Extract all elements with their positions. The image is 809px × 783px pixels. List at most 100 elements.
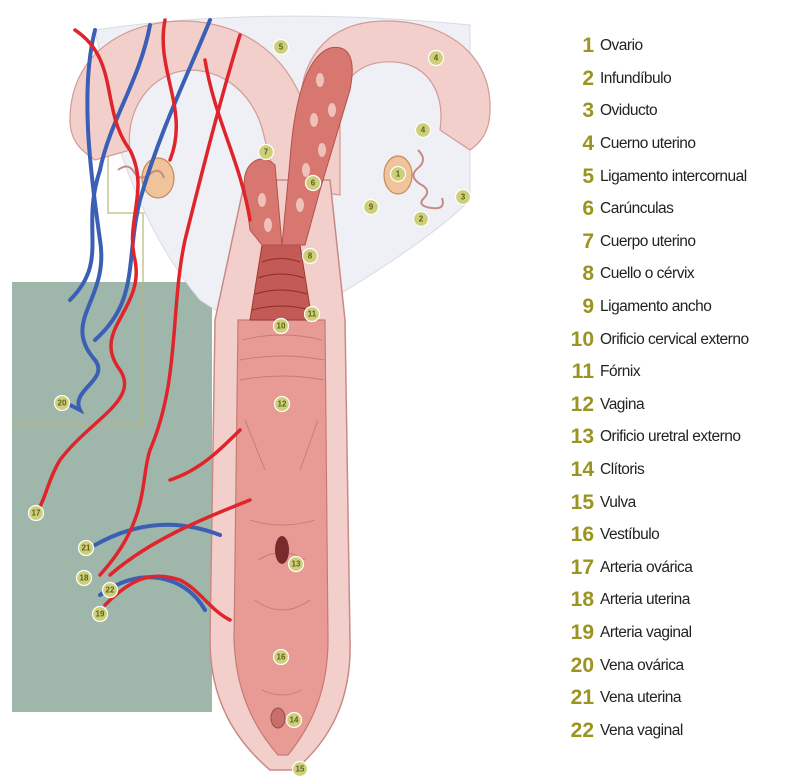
legend-label: Vulva: [600, 494, 636, 512]
legend-number: 22: [552, 719, 594, 743]
legend-item: 6 Carúnculas: [552, 193, 809, 226]
legend-label: Vestíbulo: [600, 526, 659, 544]
marker-5: 5: [274, 40, 289, 55]
legend-number: 1: [552, 34, 594, 58]
legend-label: Clítoris: [600, 461, 644, 479]
marker-20: 20: [55, 396, 70, 411]
legend-item: 20 Vena ovárica: [552, 649, 809, 682]
marker-8-label: 8: [308, 252, 313, 261]
marker-3: 3: [456, 190, 471, 205]
legend-item: 15 Vulva: [552, 486, 809, 519]
legend-item: 22 Vena vaginal: [552, 714, 809, 747]
marker-1-label: 1: [396, 170, 401, 179]
marker-13: 13: [289, 557, 304, 572]
marker-6: 6: [306, 176, 321, 191]
legend-item: 10 Orificio cervical externo: [552, 323, 809, 356]
legend-item: 12 Vagina: [552, 389, 809, 422]
legend-number: 13: [552, 425, 594, 449]
legend-number: 12: [552, 393, 594, 417]
marker-4: 4: [429, 51, 444, 66]
legend-label: Vena vaginal: [600, 722, 683, 740]
legend-item: 1 Ovario: [552, 30, 809, 63]
marker-7-label: 7: [264, 148, 269, 157]
marker-1: 1: [391, 167, 406, 182]
legend-label: Arteria ovárica: [600, 559, 692, 577]
marker-16-label: 16: [277, 653, 286, 662]
marker-16: 16: [274, 650, 289, 665]
legend-item: 5Ligamento intercornual: [552, 160, 809, 193]
marker-9-label: 9: [369, 203, 374, 212]
marker-4-label: 4: [434, 54, 439, 63]
legend-number: 16: [552, 523, 594, 547]
legend-number: 18: [552, 588, 594, 612]
legend-number: 2: [552, 67, 594, 91]
legend-number: 6: [552, 197, 594, 221]
marker-22-label: 22: [106, 586, 115, 595]
marker-2: 2: [414, 212, 429, 227]
marker-19: 19: [93, 607, 108, 622]
legend-item: 4 Cuerno uterino: [552, 128, 809, 161]
legend-label: Ligamento ancho: [600, 298, 711, 316]
marker-20-label: 20: [58, 399, 67, 408]
legend-label: Vena ovárica: [600, 657, 684, 675]
legend-number: 11: [552, 360, 594, 384]
marker-13-label: 13: [292, 560, 301, 569]
legend-label: Vagina: [600, 396, 644, 414]
legend-label: Orificio uretral externo: [600, 428, 740, 446]
marker-9: 9: [364, 200, 379, 215]
legend-number: 8: [552, 262, 594, 286]
legend-label: Arteria vaginal: [600, 624, 692, 642]
legend-item: 7 Cuerpo uterino: [552, 226, 809, 259]
marker-3-label: 3: [461, 193, 466, 202]
legend-item: 11 Fórnix: [552, 356, 809, 389]
legend-item: 13 Orificio uretral externo: [552, 421, 809, 454]
legend-item: 2 Infundíbulo: [552, 63, 809, 96]
legend-label: Ovario: [600, 37, 643, 55]
marker-6-label: 6: [311, 179, 316, 188]
marker-8: 8: [303, 249, 318, 264]
legend-label: Cuerpo uterino: [600, 233, 696, 251]
legend-number: 14: [552, 458, 594, 482]
marker-2-label: 2: [419, 215, 424, 224]
legend-label: Oviducto: [600, 102, 657, 120]
marker-19-label: 19: [96, 610, 105, 619]
marker-12: 12: [275, 397, 290, 412]
legend-item: 18 Arteria uterina: [552, 584, 809, 617]
marker-18: 18: [77, 571, 92, 586]
marker-14: 14: [287, 713, 302, 728]
legend-label: Arteria uterina: [600, 591, 690, 609]
legend-item: 3 Oviducto: [552, 95, 809, 128]
marker-21: 21: [79, 541, 94, 556]
legend-label: Infundíbulo: [600, 70, 671, 88]
legend-item: 9 Ligamento ancho: [552, 291, 809, 324]
legend-number: 21: [552, 686, 594, 710]
legend-label: Fórnix: [600, 363, 640, 381]
legend-item: 16 Vestíbulo: [552, 519, 809, 552]
marker-5-label: 5: [279, 43, 284, 52]
legend: 1 Ovario 2 Infundíbulo 3 Oviducto 4 Cuerno u…: [552, 30, 809, 747]
marker-10: 10: [274, 319, 289, 334]
marker-18-label: 18: [80, 574, 89, 583]
legend-number: 3: [552, 99, 594, 123]
legend-label: Carúnculas: [600, 200, 673, 218]
legend-label: Ligamento intercornual: [600, 168, 747, 186]
legend-label: Cuerno uterino: [600, 135, 696, 153]
marker-22: 22: [103, 583, 118, 598]
marker-10-label: 10: [277, 322, 286, 331]
legend-item: 14 Clítoris: [552, 454, 809, 487]
marker-21-label: 21: [82, 544, 91, 553]
legend-number: 7: [552, 230, 594, 254]
legend-number: 4: [552, 132, 594, 156]
marker-15-label: 15: [296, 765, 305, 774]
legend-number: 10: [552, 328, 594, 352]
legend-label: Orificio cervical externo: [600, 331, 749, 349]
legend-number: 15: [552, 491, 594, 515]
legend-number: 20: [552, 654, 594, 678]
marker-11: 11: [305, 307, 320, 322]
marker-11-label: 11: [308, 310, 317, 319]
urethral-orifice: [275, 536, 289, 564]
legend-number: 9: [552, 295, 594, 319]
